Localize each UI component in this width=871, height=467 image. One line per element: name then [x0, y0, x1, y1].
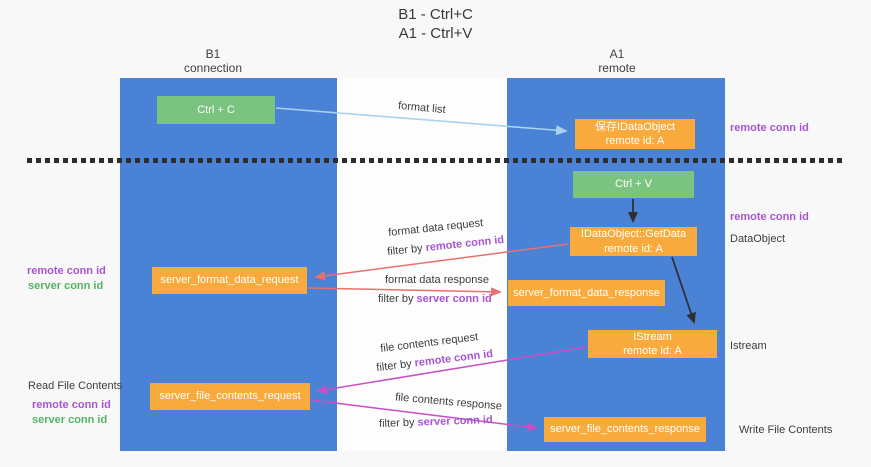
- node-server-format-data-request-label: server_format_data_request: [160, 274, 299, 287]
- label-format-data-response: format data response: [385, 274, 489, 286]
- label-dataobject: DataObject: [730, 233, 786, 245]
- node-save-dataobject-line2: remote id: A: [605, 135, 665, 147]
- lane-left-subtitle: connection: [183, 61, 243, 76]
- label-filter-by-server-conn-id-format: filter by server conn id: [378, 293, 492, 305]
- page-title-line1: B1 - Ctrl+C: [398, 6, 473, 23]
- node-ctrl-v-label: Ctrl + V: [615, 178, 652, 191]
- page-title: B1 - Ctrl+C A1 - Ctrl+V: [0, 6, 871, 44]
- node-ctrl-c-label: Ctrl + C: [197, 103, 235, 116]
- node-server-format-data-response: server_format_data_response: [508, 280, 665, 306]
- node-istream: IStream remote id: A: [588, 330, 717, 358]
- label-remote-conn-id-left-file: remote conn id: [32, 399, 111, 411]
- node-server-format-data-response-label: server_format_data_response: [513, 286, 660, 299]
- label-server-conn-id-left-file: server conn id: [32, 414, 108, 426]
- lane-right-subtitle: remote: [598, 61, 636, 76]
- filter-by-text: filter by: [378, 293, 414, 305]
- label-read-file-contents: Read File Contents: [28, 380, 123, 392]
- filter-by-text: filter by: [378, 416, 415, 430]
- label-remote-conn-id-left-format: remote conn id: [27, 265, 106, 277]
- server-conn-id-text: server conn id: [416, 293, 492, 305]
- node-ctrl-v: Ctrl + V: [573, 171, 694, 198]
- page-title-line2: A1 - Ctrl+V: [398, 24, 473, 42]
- node-server-file-contents-response: server_file_contents_response: [544, 417, 706, 442]
- node-server-file-contents-request-label: server_file_contents_request: [159, 390, 301, 403]
- node-server-format-data-request: server_format_data_request: [152, 267, 307, 294]
- lane-right-name: A1: [609, 47, 625, 61]
- label-istream-side: Istream: [730, 340, 767, 352]
- label-remote-conn-id-right-top: remote conn id: [730, 122, 809, 134]
- node-ctrl-c: Ctrl + C: [157, 96, 275, 124]
- node-getdata-line2: remote id: A: [604, 242, 663, 255]
- node-save-dataobject-line1: 保存IDataObject: [594, 120, 676, 133]
- node-istream-line2: remote id: A: [623, 345, 682, 357]
- node-getdata-line1: IDataObject::GetData: [580, 228, 687, 241]
- lane-left-name: B1: [205, 47, 221, 61]
- lane-left-header: B1 connection: [153, 47, 273, 76]
- node-getdata: IDataObject::GetData remote id: A: [570, 227, 697, 256]
- node-save-dataobject: 保存IDataObject remote id: A: [575, 119, 695, 149]
- node-server-file-contents-response-label: server_file_contents_response: [550, 423, 700, 436]
- label-remote-conn-id-right-mid: remote conn id: [730, 211, 809, 223]
- node-istream-line1: IStream: [633, 330, 672, 343]
- lane-right-header: A1 remote: [557, 47, 677, 76]
- node-server-file-contents-request: server_file_contents_request: [150, 383, 310, 410]
- label-server-conn-id-left-format: server conn id: [28, 280, 104, 292]
- separator-dashed-line: [27, 158, 843, 163]
- label-write-file-contents: Write File Contents: [739, 424, 833, 436]
